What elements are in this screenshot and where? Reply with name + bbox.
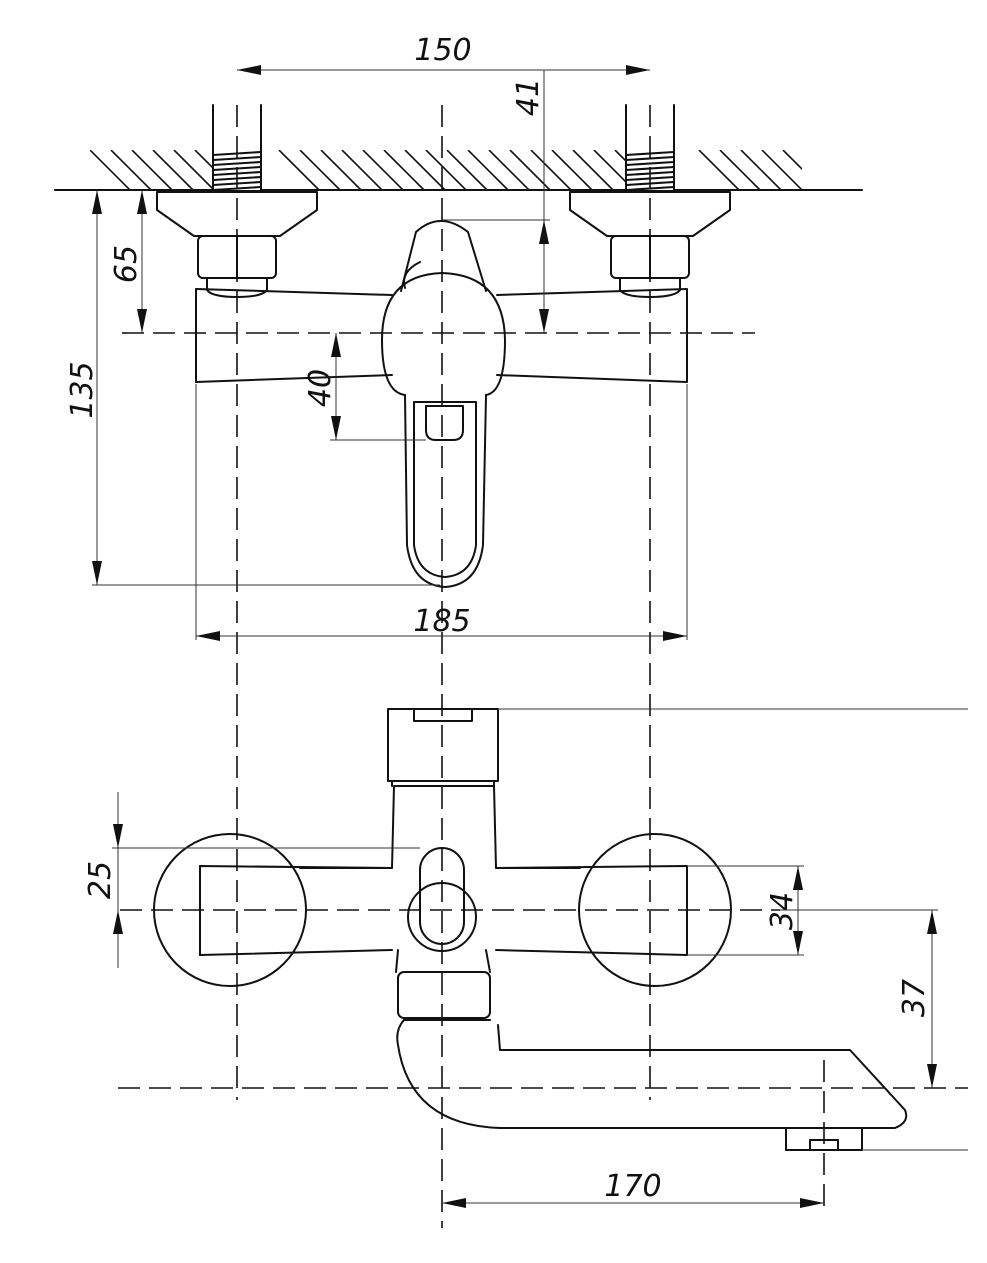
hatch-line xyxy=(825,150,865,190)
lever-handle xyxy=(404,394,487,588)
dimension-37: 37 xyxy=(780,909,938,1088)
lever-top xyxy=(400,220,487,292)
dim-25-label: 25 xyxy=(83,861,118,899)
hatch-line xyxy=(740,150,782,190)
dimension-34: 34 xyxy=(687,865,804,956)
dim-135-label: 135 xyxy=(65,361,100,418)
dimension-40: 40 xyxy=(303,333,426,441)
dimension-65: 65 xyxy=(109,190,147,333)
dim-150-label: 150 xyxy=(414,33,471,68)
dim-40-label: 40 xyxy=(303,369,338,407)
dimension-170: 170 xyxy=(442,1169,824,1208)
hatch-line xyxy=(761,150,802,190)
hatch-line xyxy=(299,150,341,190)
lever-top-view xyxy=(419,847,465,945)
hatch-line xyxy=(446,150,488,190)
dimension-25: 25 xyxy=(83,792,420,968)
right-flange xyxy=(569,191,731,237)
front-view: 150 41 65 135 xyxy=(54,33,865,1228)
hatch-line xyxy=(572,150,614,190)
diverter-knob xyxy=(387,708,968,787)
left-flange xyxy=(156,191,318,237)
dim-41-label: 41 xyxy=(511,78,546,116)
hatch-line xyxy=(152,150,194,190)
hatch-line xyxy=(341,150,383,190)
hatch-line xyxy=(131,150,173,190)
dimension-135: 135 xyxy=(65,190,440,586)
wall-hatching xyxy=(90,150,865,190)
spout xyxy=(396,1019,908,1129)
hatch-line xyxy=(90,150,131,190)
hatch-line xyxy=(425,150,467,190)
dimension-41: 41 xyxy=(442,70,550,333)
hatch-line xyxy=(278,150,320,190)
top-view: 25 34 37 170 xyxy=(83,708,968,1208)
hatch-line xyxy=(383,150,425,190)
hatch-line xyxy=(320,150,362,190)
hatch-line xyxy=(782,150,802,171)
hatch-line xyxy=(509,150,551,190)
hatch-line xyxy=(173,150,215,190)
dim-185-label: 185 xyxy=(413,604,470,639)
spout-nut xyxy=(397,971,491,1019)
thread-line xyxy=(212,161,262,166)
thread-line xyxy=(625,161,675,166)
hatch-line xyxy=(698,150,740,190)
thread-line xyxy=(625,156,675,161)
hatch-line xyxy=(110,150,152,190)
thread-line xyxy=(212,156,262,161)
hatch-line xyxy=(404,150,446,190)
dim-37-label: 37 xyxy=(897,979,932,1017)
dimension-150: 150 xyxy=(237,33,650,75)
hatch-line xyxy=(467,150,509,190)
hatch-line xyxy=(719,150,761,190)
hatch-line xyxy=(551,150,593,190)
top-body xyxy=(299,785,581,869)
dim-65-label: 65 xyxy=(109,245,144,283)
dimension-185: 185 xyxy=(195,384,688,641)
dim-170-label: 170 xyxy=(604,1169,661,1204)
right-rosette xyxy=(578,833,732,987)
dim-34-label: 34 xyxy=(765,892,800,930)
hatch-line xyxy=(488,150,530,190)
lever-slot xyxy=(425,405,464,441)
center-boss xyxy=(407,882,477,952)
hatch-line xyxy=(804,150,844,190)
hatch-line xyxy=(530,150,572,190)
hatch-line xyxy=(362,150,404,190)
